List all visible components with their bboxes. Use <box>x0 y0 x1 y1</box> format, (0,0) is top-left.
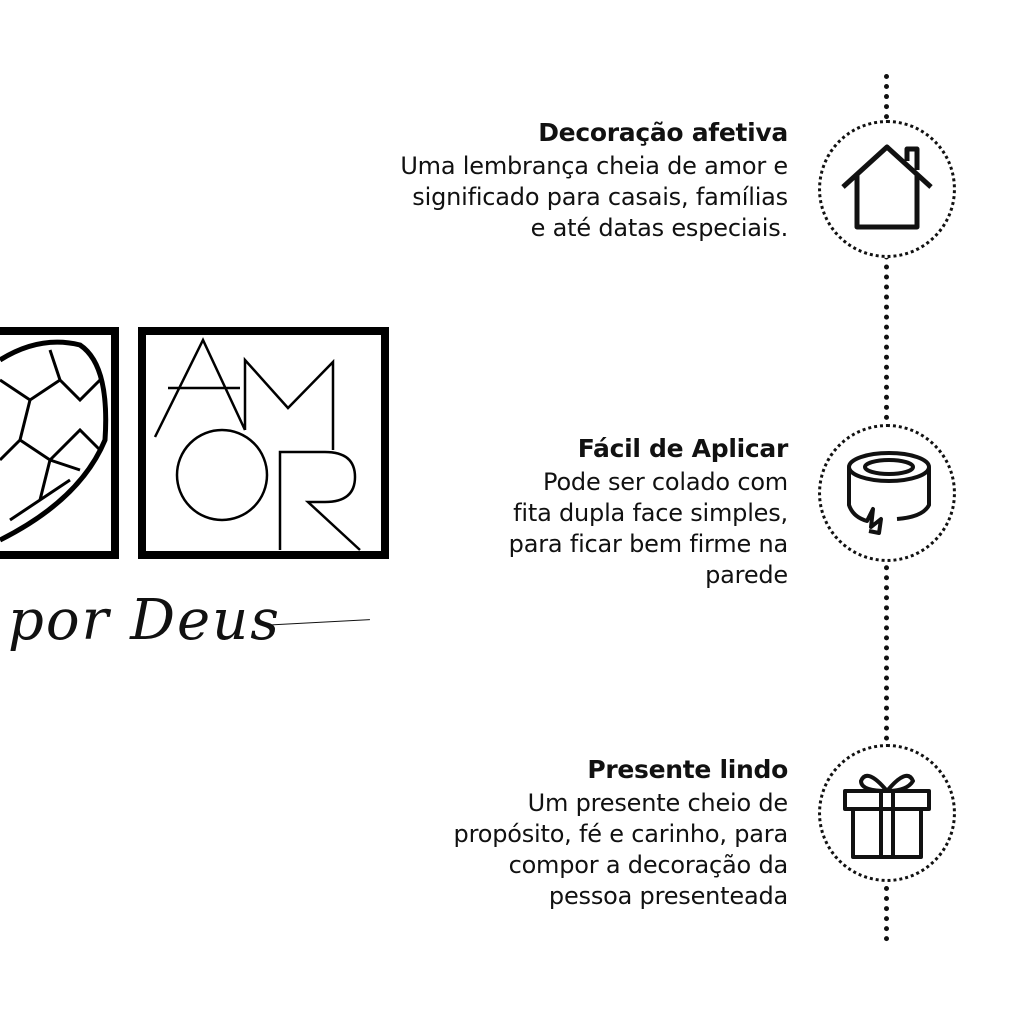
script-por-deus: por Deus <box>8 588 281 653</box>
feature-text: compor a decoração da <box>508 851 789 879</box>
feature-title: Fácil de Aplicar <box>577 434 789 463</box>
feature-text: propósito, fé e carinho, para <box>453 820 789 848</box>
feature-text: Uma lembrança cheia de amor e <box>400 152 788 180</box>
feature-text: para ficar bem firme na <box>508 530 789 558</box>
feature-title: Presente lindo <box>587 755 788 784</box>
gift-icon-circle <box>818 744 956 882</box>
feature-text: Um presente cheio de <box>527 789 789 817</box>
product-artwork <box>0 327 389 559</box>
tape-icon-circle <box>818 424 956 562</box>
feature-text: e até datas especiais. <box>530 214 789 242</box>
feature-title: Decoração afetiva <box>538 118 788 147</box>
house-icon-circle <box>818 120 956 258</box>
feature-text: Pode ser colado com <box>543 468 788 496</box>
feature-text: parede <box>705 561 788 589</box>
feature-text: fita dupla face simples, <box>513 499 788 527</box>
feature-aplicar: Fácil de Aplicar Pode ser colado com fita… <box>508 434 789 591</box>
amor-panel <box>138 327 389 559</box>
tape-icon <box>847 451 931 535</box>
house-icon <box>841 144 933 230</box>
feature-text: significado para casais, famílias <box>412 183 788 211</box>
gift-icon <box>843 773 931 859</box>
feature-presente: Presente lindo Um presente cheio de propó… <box>453 755 789 912</box>
heart-panel <box>0 327 119 559</box>
feature-decoracao: Decoração afetiva Uma lembrança cheia de… <box>400 118 788 244</box>
feature-text: pessoa presenteada <box>548 882 788 910</box>
